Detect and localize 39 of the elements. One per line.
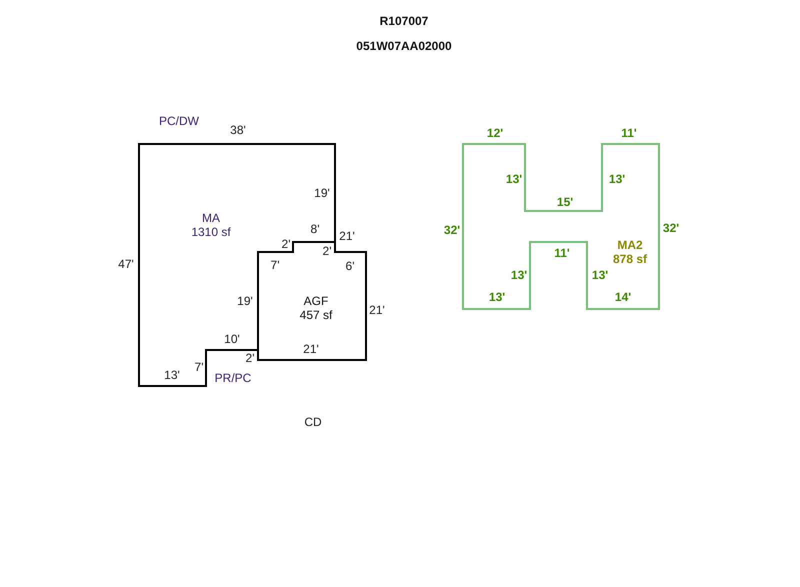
area-label: 878 sf [612, 252, 648, 266]
dimension-label: 21' [339, 229, 355, 243]
dimension-label: 7' [270, 258, 280, 272]
area-label: 457 sf [300, 308, 332, 322]
dimension-label: 6' [346, 259, 354, 273]
dimension-label: 2' [246, 351, 254, 365]
dimension-label: 32' [662, 221, 680, 235]
title: R107007 [380, 14, 428, 28]
dimension-label: 10' [224, 332, 240, 346]
dimension-label: 13' [164, 368, 180, 382]
dimension-label: 21' [303, 342, 319, 356]
dimension-label: 12' [486, 126, 504, 140]
dimension-label: 2' [282, 237, 290, 251]
dimension-label: 14' [614, 290, 632, 304]
dimension-label: 38' [230, 123, 246, 137]
dimension-label: 2' [322, 244, 332, 258]
dimension-label: 32' [444, 223, 460, 237]
dimension-label: 47' [118, 257, 134, 271]
dimension-label: 13' [608, 172, 626, 186]
dimension-label: 15' [556, 195, 574, 209]
dimension-label: 11' [621, 126, 637, 140]
annotation-label: PC/DW [159, 114, 199, 128]
dimension-label: 13' [510, 268, 528, 282]
dimension-label: 13' [488, 290, 506, 304]
annotation-label: CD [304, 415, 322, 429]
dimension-label: 7' [194, 360, 204, 374]
area-label: 1310 sf [191, 225, 231, 239]
dimension-label: 13' [592, 268, 608, 282]
dimension-label: 19' [314, 186, 330, 200]
dimension-label: 19' [237, 294, 253, 308]
room-name: AGF [304, 294, 328, 308]
annotation-label: PR/PC [214, 371, 252, 385]
dimension-label: 8' [310, 222, 320, 236]
dimension-label: 11' [554, 246, 570, 260]
parcel-number: 051W07AA02000 [356, 39, 452, 53]
room-name: MA2 [617, 238, 643, 252]
dimension-label: 13' [506, 172, 522, 186]
room-name: MA [202, 211, 220, 225]
dimension-label: 21' [369, 303, 385, 317]
